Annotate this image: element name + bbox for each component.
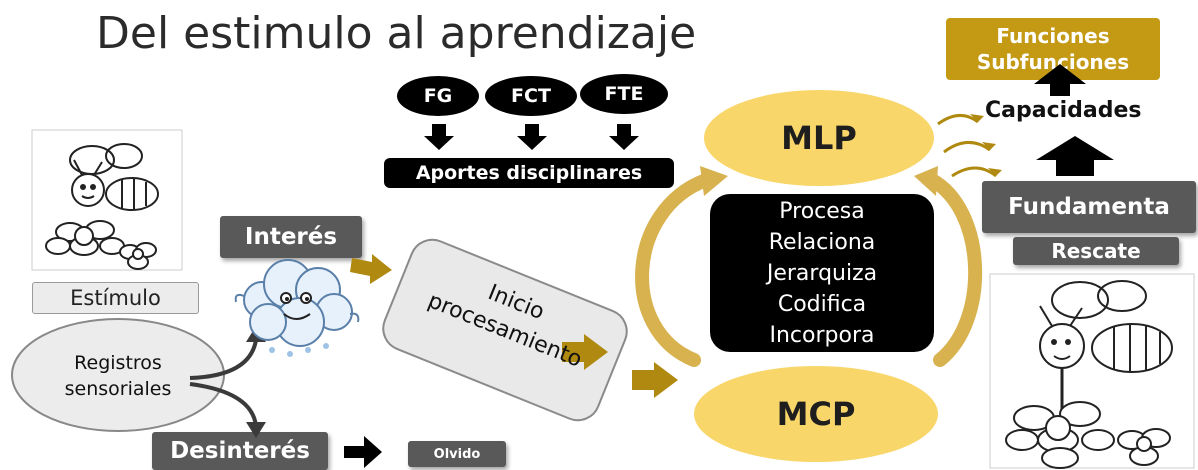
funciones-label: Funciones [996, 24, 1110, 48]
mlp-output-arrowheads [970, 114, 1002, 176]
registros-sensoriales-text: Registros sensoriales [40, 350, 196, 402]
discipline-fte: FTE [580, 74, 668, 114]
aportes-disciplinares: Aportes disciplinares [384, 158, 674, 188]
memory-loop [635, 166, 982, 367]
cartoon-cloud-icon [234, 259, 360, 357]
registros-sensoriales-circle [11, 318, 225, 432]
process-codifica: Codifica [777, 291, 867, 317]
estimulo-box: Estímulo [32, 282, 199, 314]
mcp-oval: MCP [694, 366, 938, 462]
desinteres-to-olvido-arrow [344, 436, 382, 468]
rescate-box: Rescate [1013, 237, 1179, 265]
capacidades-up-arrows [1034, 64, 1114, 176]
processing-arrows [562, 334, 678, 398]
fundamenta-box: Fundamenta [982, 181, 1196, 233]
discipline-fct: FCT [485, 76, 577, 116]
capacidades-label: Capacidades [985, 98, 1142, 123]
interes-box: Interés [220, 216, 362, 258]
desinteres-box: Desinterés [152, 432, 328, 470]
funciones-subfunciones-box: Funciones Subfunciones [946, 18, 1160, 80]
bee-on-flower-right-icon [989, 273, 1195, 469]
bee-on-flower-left-icon [31, 129, 183, 271]
olvido-box: Olvido [408, 441, 506, 467]
discipline-down-arrows [424, 124, 639, 150]
process-jerarquiza: Jerarquiza [766, 260, 878, 286]
discipline-fg: FG [397, 76, 479, 116]
inicio-procesamiento-box [382, 238, 628, 422]
mlp-output-arrows [937, 114, 997, 178]
interes-to-processing-arrow [350, 254, 392, 284]
process-incorpora: Incorpora [769, 322, 875, 348]
registros-branch-arrows [189, 339, 258, 427]
diagram-title: Del estimulo al aprendizaje [96, 8, 697, 59]
process-panel: Procesa Relaciona Jerarquiza Codifica In… [710, 194, 934, 352]
process-relaciona: Relaciona [768, 229, 876, 255]
registros-label: Registros [74, 352, 162, 374]
sensoriales-label: sensoriales [64, 378, 172, 400]
mlp-oval: MLP [704, 90, 934, 186]
process-procesa: Procesa [779, 198, 865, 224]
